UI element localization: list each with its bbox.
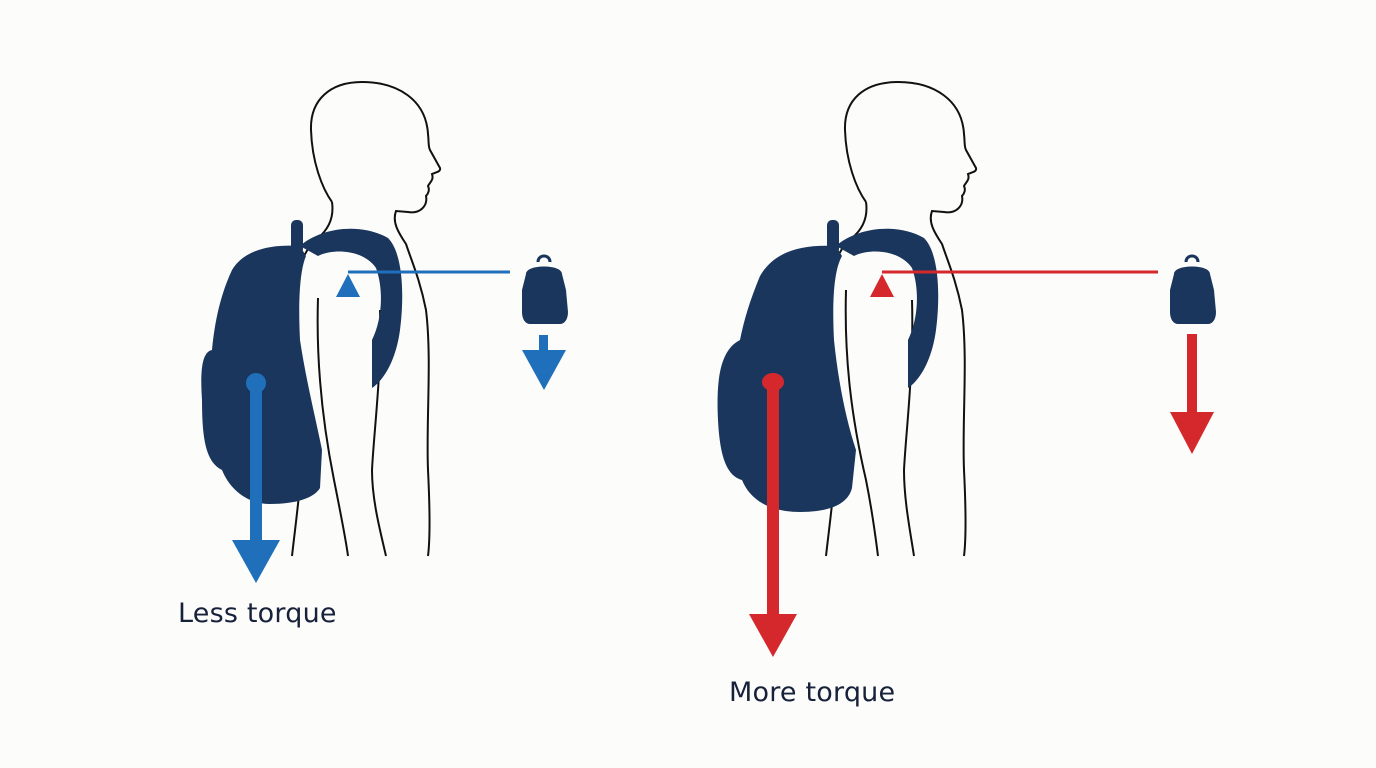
panel-less-torque xyxy=(201,80,568,583)
force-arrow-small-icon xyxy=(522,335,566,390)
force-arrow-small-icon xyxy=(1170,334,1214,454)
pivot-triangle-icon xyxy=(870,274,894,297)
small-backpack-icon xyxy=(1170,254,1216,324)
force-arrow-large-icon xyxy=(749,373,797,657)
pivot-triangle-icon xyxy=(336,274,360,297)
backpack-icon xyxy=(717,220,939,512)
label-more-torque: More torque xyxy=(729,677,896,708)
force-arrow-large-icon xyxy=(232,373,280,583)
label-less-torque: Less torque xyxy=(178,598,337,629)
panel-more-torque xyxy=(717,80,1216,657)
small-backpack-icon xyxy=(522,254,568,324)
